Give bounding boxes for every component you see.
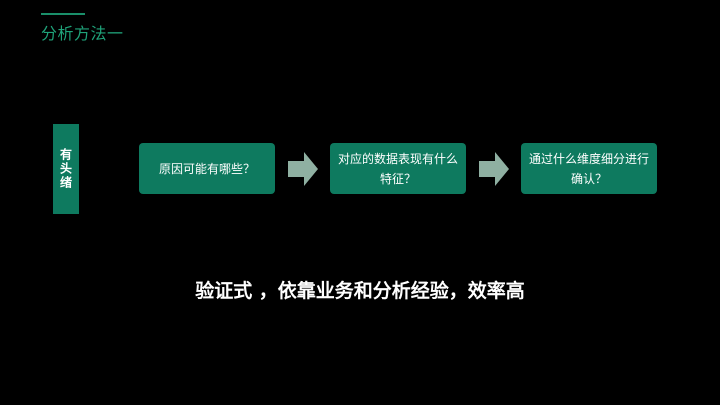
step-box-2: 对应的数据表现有什么特征？ [330, 143, 466, 194]
side-tag-label: 有头绪 [58, 148, 73, 190]
step-box-1: 原因可能有哪些？ [139, 143, 275, 194]
step-label-2: 对应的数据表现有什么特征？ [338, 151, 459, 186]
side-tag: 有头绪 [53, 124, 79, 214]
title-accent-line [41, 13, 85, 15]
step-label-1: 原因可能有哪些？ [158, 161, 255, 176]
right-arrow-icon [288, 152, 318, 186]
summary-text: 验证式 ，依靠业务和分析经验，效率高 [195, 280, 525, 302]
step-box-3: 通过什么维度细分进行确认？ [521, 143, 657, 194]
page-title: 分析方法一 [41, 24, 124, 43]
right-arrow-icon [479, 152, 509, 186]
step-label-3: 通过什么维度细分进行确认？ [529, 151, 650, 186]
